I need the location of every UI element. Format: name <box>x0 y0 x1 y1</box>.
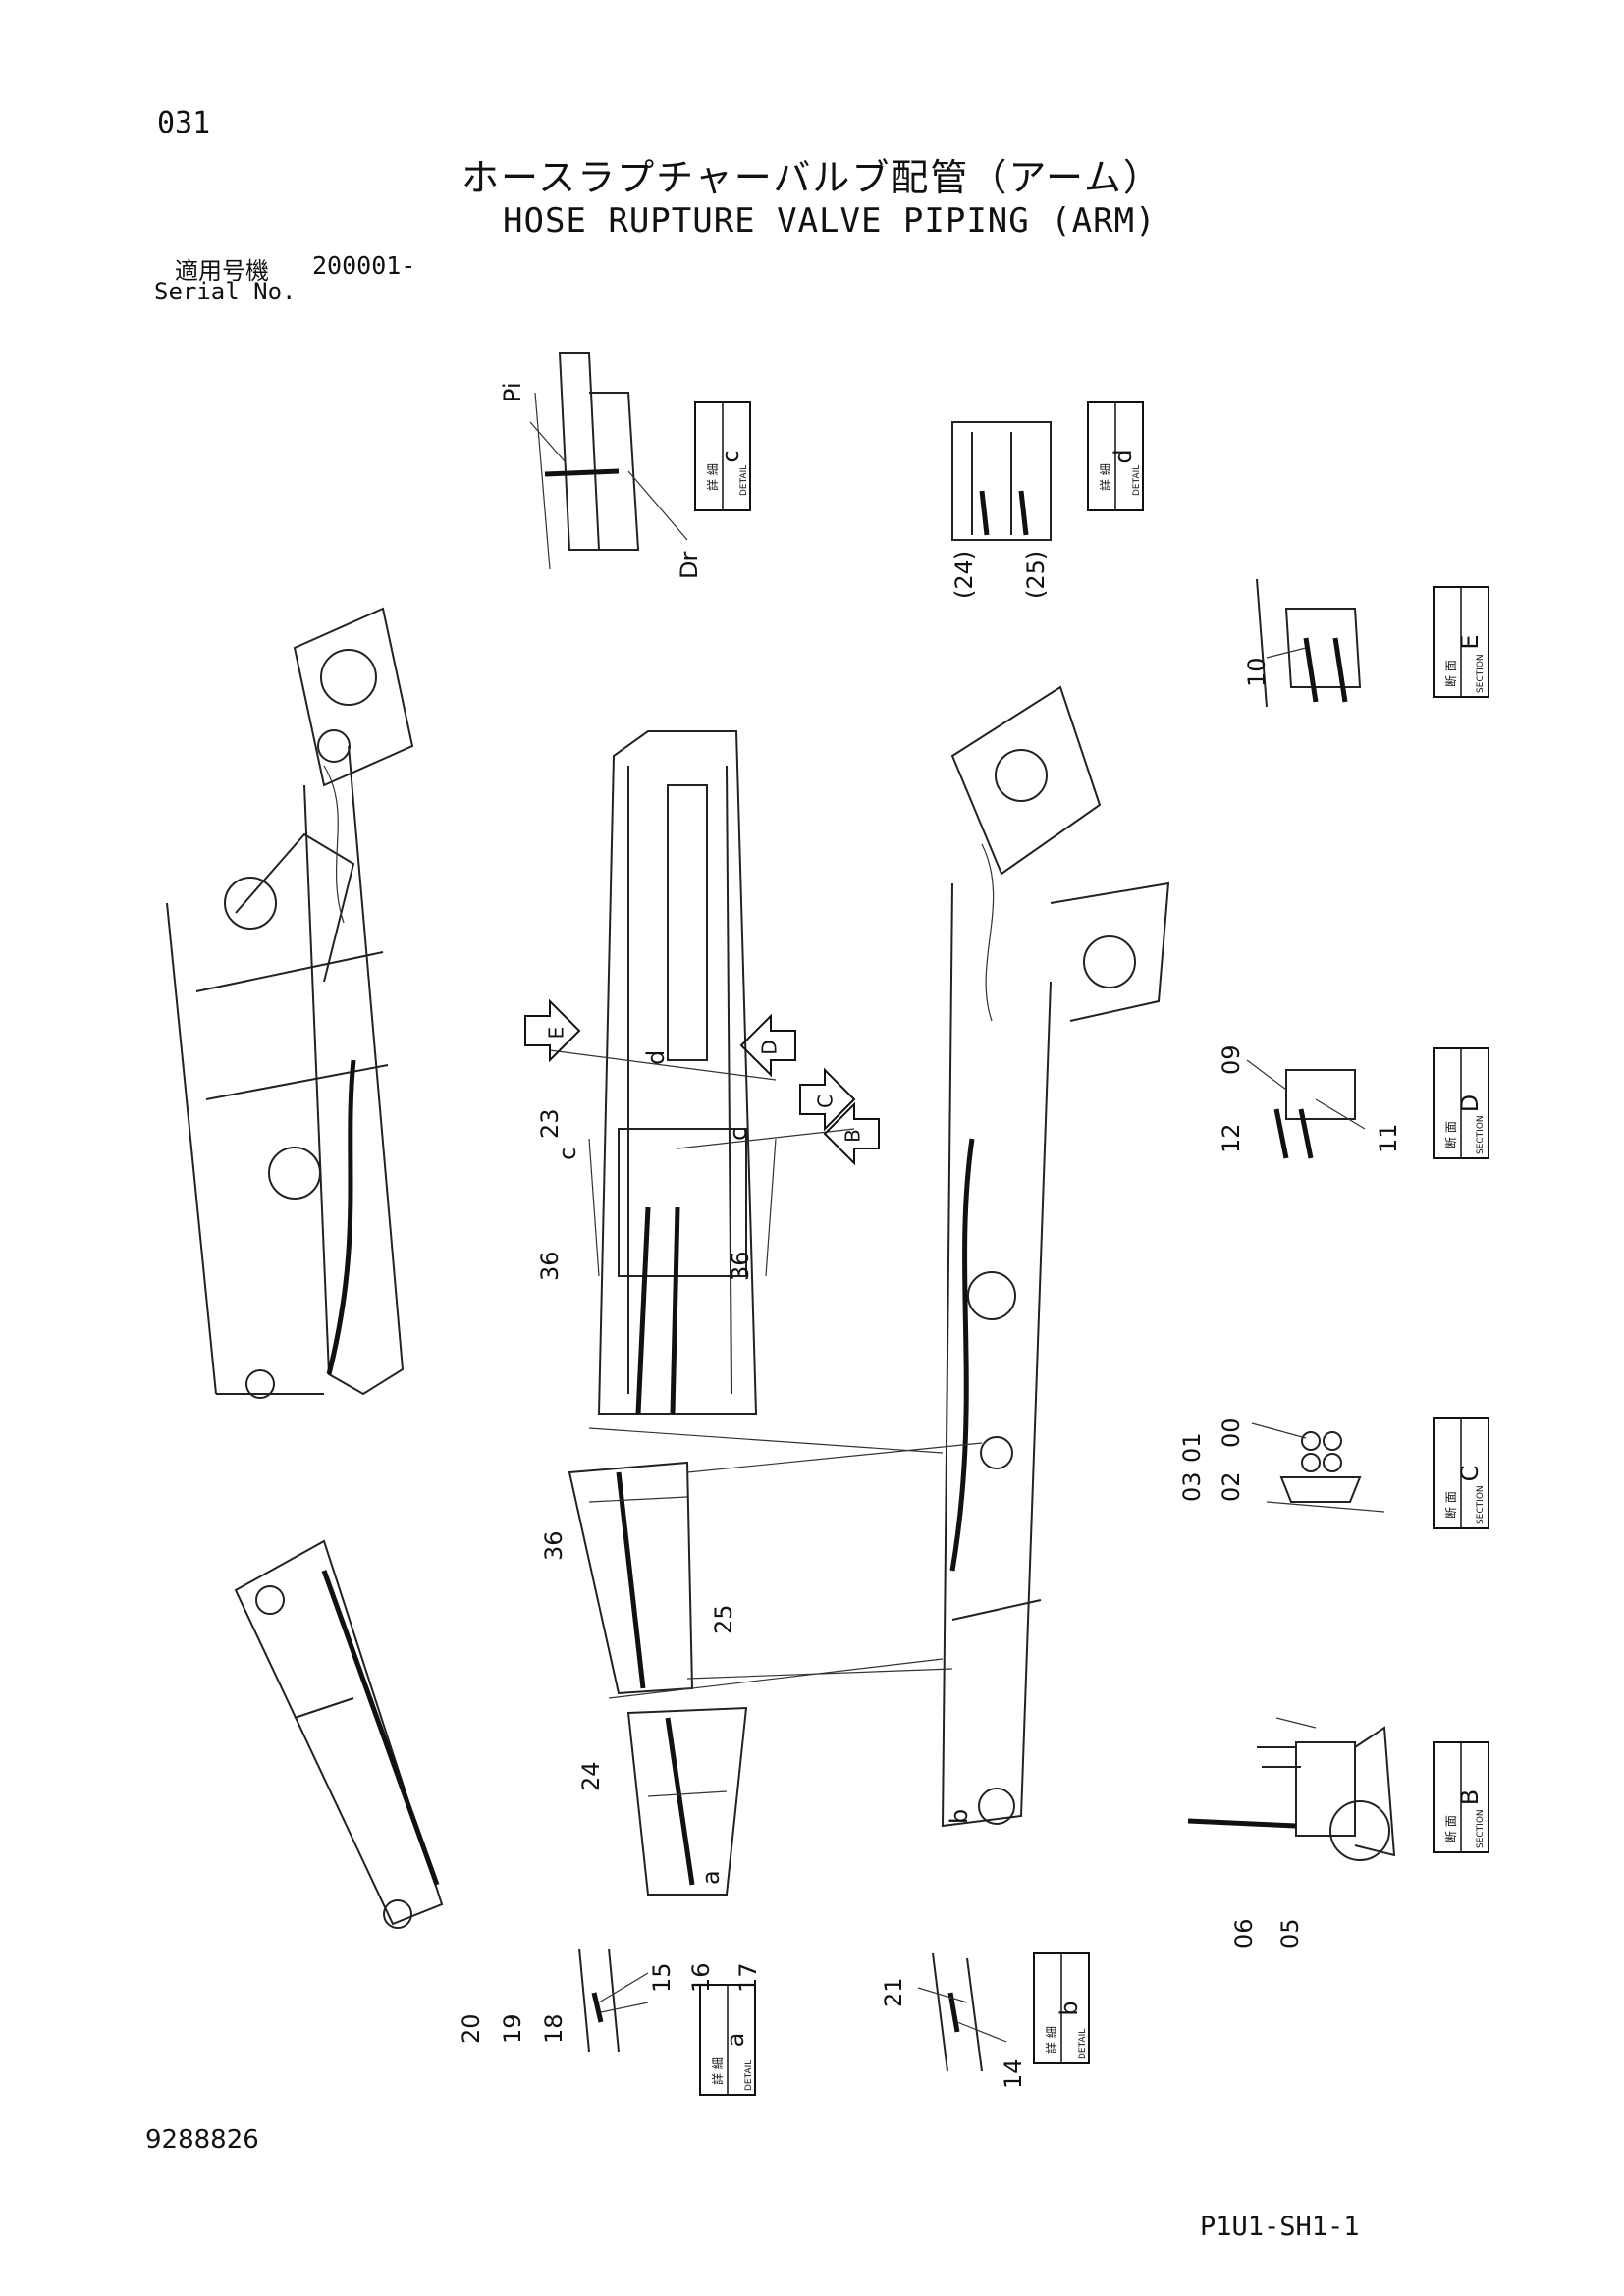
callout-15: 15 <box>648 1962 676 1993</box>
detail-box-a-letter: a <box>722 2033 749 2048</box>
callout-11: 11 <box>1375 1123 1402 1153</box>
callout-c-left: c <box>554 1148 581 1160</box>
section-b-drawing <box>1187 1717 1396 1861</box>
section-d-drawing <box>1246 1059 1366 1159</box>
section-box-c-en: SECTION <box>1476 1485 1486 1524</box>
detail-box-c: c 詳 細 DETAIL <box>694 401 751 511</box>
arm-view-left <box>166 607 414 1399</box>
section-box-d-letter: D <box>1456 1095 1484 1112</box>
callout-c-right: c <box>725 1128 752 1141</box>
callout-25: 25 <box>710 1604 737 1634</box>
detail-a-drawing <box>578 1948 649 2053</box>
callout-dr: Dr <box>676 552 703 579</box>
callout-36-mid: 36 <box>540 1530 568 1561</box>
detail-c-drawing <box>529 352 688 570</box>
callout-36-left: 36 <box>536 1251 564 1281</box>
callout-d-main: d <box>642 1050 670 1065</box>
title-japanese: ホースラプチャーバルブ配管（アーム） <box>461 156 1163 199</box>
detail-box-a-en: DETAIL <box>744 2060 754 2091</box>
detail-box-c-jp: 詳 細 <box>705 463 720 491</box>
arm-view-center <box>588 730 777 1415</box>
detail-box-a: a 詳 細 DETAIL <box>699 1984 756 2096</box>
callout-17: 17 <box>734 1962 762 1993</box>
callout-09: 09 <box>1218 1044 1245 1075</box>
serial-number-value: 200001- <box>312 251 416 280</box>
callout-00: 00 <box>1218 1417 1245 1448</box>
detail-box-d: d 詳 細 DETAIL <box>1087 401 1144 511</box>
section-arrow-e: E <box>524 998 581 1063</box>
callout-21: 21 <box>880 1977 907 2007</box>
detail-box-d-en: DETAIL <box>1132 465 1142 496</box>
sheet-code: P1U1-SH1-1 <box>1200 2212 1360 2242</box>
detail-box-a-jp: 詳 細 <box>710 2057 725 2085</box>
section-box-b-letter: B <box>1456 1789 1484 1805</box>
arm-view-right <box>941 685 1170 1828</box>
callout-b-main: b <box>946 1809 973 1824</box>
callout-14: 14 <box>1000 2058 1027 2089</box>
callout-10: 10 <box>1243 657 1271 687</box>
section-box-d-jp: 断 面 <box>1443 1121 1458 1148</box>
exploded-detail-lower <box>626 1706 748 1896</box>
detail-box-d-letter: d <box>1110 449 1137 463</box>
detail-box-c-en: DETAIL <box>739 465 749 496</box>
section-box-e-en: SECTION <box>1476 654 1486 693</box>
serial-label-japanese: 適用号機 <box>175 257 269 285</box>
document-number: 9288826 <box>145 2125 259 2155</box>
section-c-drawing <box>1251 1422 1385 1513</box>
callout-pi: Pi <box>499 382 526 402</box>
callout-24: 24 <box>577 1761 605 1791</box>
callout-20: 20 <box>458 2013 485 2044</box>
section-arrow-d: D <box>739 1013 796 1078</box>
callout-23: 23 <box>536 1108 564 1139</box>
title-english: HOSE RUPTURE VALVE PIPING (ARM) <box>503 201 1157 240</box>
section-box-b-en: SECTION <box>1476 1809 1486 1848</box>
section-box-b-jp: 断 面 <box>1443 1815 1458 1842</box>
detail-box-b-jp: 詳 細 <box>1044 2026 1058 2054</box>
section-arrow-b: B <box>823 1101 880 1166</box>
leader-lines <box>549 1049 983 1699</box>
section-box-d-en: SECTION <box>1476 1115 1486 1154</box>
detail-box-d-jp: 詳 細 <box>1098 463 1112 491</box>
serial-label-english: Serial No. <box>154 278 297 305</box>
section-box-c-letter: C <box>1456 1466 1484 1482</box>
detail-box-b-letter: b <box>1056 2001 1083 2015</box>
detail-box-b: b 詳 細 DETAIL <box>1033 1952 1090 2064</box>
callout-19: 19 <box>499 2013 526 2044</box>
arm-view-lower-left <box>234 1539 444 1929</box>
detail-box-c-letter: c <box>717 450 744 462</box>
callout-36-right: 36 <box>727 1251 754 1281</box>
callout-02: 02 <box>1218 1471 1245 1502</box>
section-e-drawing <box>1256 578 1362 708</box>
detail-box-b-en: DETAIL <box>1078 2029 1088 2059</box>
callout-a-main: a <box>697 1870 725 1885</box>
callout-16: 16 <box>687 1962 715 1993</box>
detail-d-drawing <box>951 421 1052 541</box>
section-arrow-d-letter: D <box>758 1040 782 1054</box>
callout-05: 05 <box>1276 1918 1304 1949</box>
callout-18: 18 <box>540 2013 568 2044</box>
section-arrow-e-letter: E <box>545 1027 568 1040</box>
exploded-detail-upper <box>568 1461 694 1695</box>
page-number: 031 <box>157 106 211 140</box>
callout-24-paren: (24) <box>950 551 978 599</box>
section-box-b: B 断 面 SECTION <box>1433 1741 1489 1853</box>
section-box-e-letter: E <box>1456 634 1484 649</box>
callout-06: 06 <box>1230 1918 1258 1949</box>
callout-12: 12 <box>1218 1123 1245 1153</box>
section-arrow-c: C <box>799 1067 856 1132</box>
callout-01: 01 <box>1178 1432 1206 1463</box>
section-box-d: D 断 面 SECTION <box>1433 1047 1489 1159</box>
section-box-c: C 断 面 SECTION <box>1433 1417 1489 1529</box>
section-box-e: E 断 面 SECTION <box>1433 586 1489 698</box>
section-arrow-b-letter: B <box>841 1129 865 1143</box>
callout-03: 03 <box>1178 1471 1206 1502</box>
detail-b-drawing <box>917 1952 1007 2072</box>
section-box-c-jp: 断 面 <box>1443 1491 1458 1519</box>
callout-25-paren: (25) <box>1022 551 1050 599</box>
section-box-e-jp: 断 面 <box>1443 660 1458 687</box>
section-arrow-c-letter: C <box>814 1095 838 1108</box>
